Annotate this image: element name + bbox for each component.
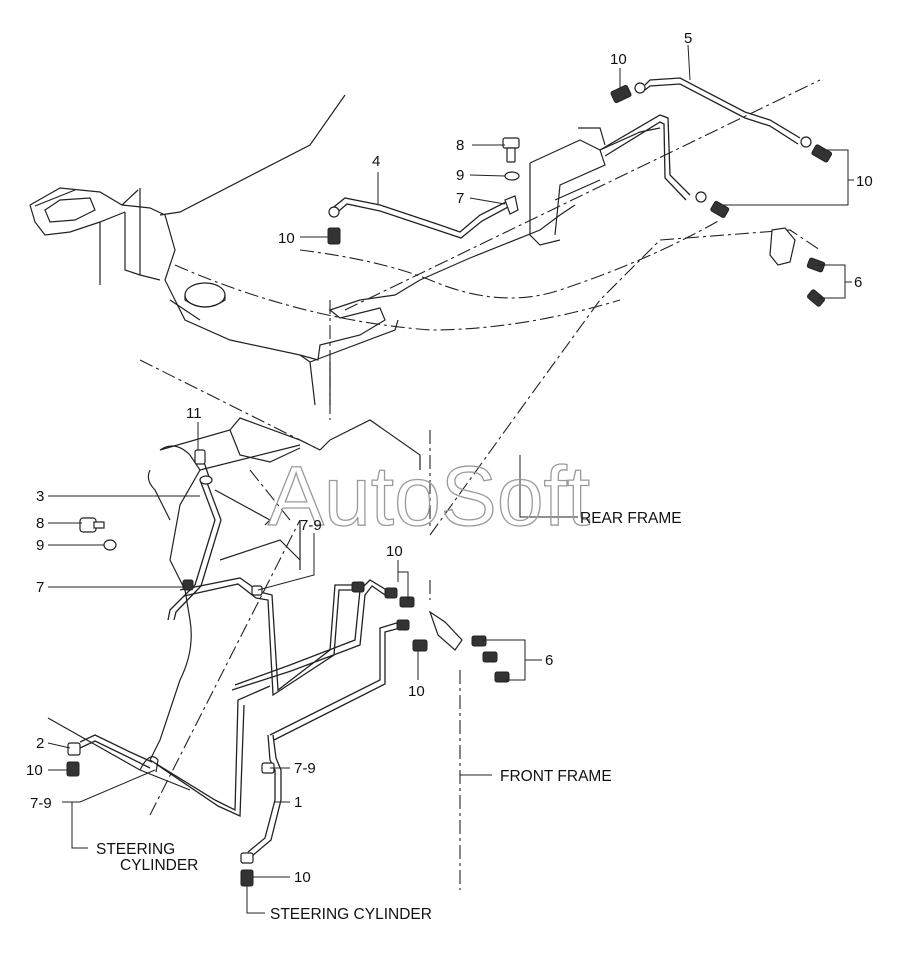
- callout-7-left: 7: [36, 579, 44, 596]
- callout-8-left: 8: [36, 515, 44, 532]
- leader-lines: [47, 44, 854, 914]
- callout-7-9-lower: 7-9: [294, 760, 316, 777]
- callout-10-center-bottom: 10: [408, 683, 425, 700]
- callout-7-9-upper: 7-9: [300, 517, 322, 534]
- callout-10-left: 10: [26, 762, 43, 779]
- fittings: [66, 82, 833, 887]
- fitting-10-center: [399, 596, 415, 608]
- clamp-7-top: [504, 195, 519, 215]
- fitting-10-top: [610, 84, 632, 104]
- callout-10-right: 10: [856, 173, 873, 190]
- block-6-right: [769, 227, 796, 266]
- bolt-8-top: [502, 137, 520, 149]
- callout-2: 2: [36, 735, 44, 752]
- fitting-10-right-b: [710, 200, 730, 218]
- fitting-10-left: [66, 761, 80, 777]
- callout-5: 5: [684, 30, 692, 47]
- steering-cylinder-bottom-label: STEERING CYLINDER: [270, 906, 432, 923]
- front-frame-outline: [47, 417, 421, 791]
- pipes-front: [79, 577, 401, 857]
- callout-7-9-left: 7-9: [30, 795, 52, 812]
- callout-11: 11: [186, 405, 202, 422]
- callout-10-top: 10: [610, 51, 627, 68]
- callout-7-top: 7: [456, 190, 464, 207]
- rear-frame-outline: [29, 94, 661, 406]
- callout-8-top: 8: [456, 137, 464, 154]
- callout-6-right: 6: [854, 274, 862, 291]
- component-labels: REAR FRAME FRONT FRAME STEERING CYLINDER…: [96, 510, 682, 923]
- pipe-5: [599, 77, 801, 201]
- fitting-2: [67, 742, 81, 756]
- callout-10-center-top: 10: [386, 543, 403, 560]
- steering-cylinder-left-label-line1: STEERING: [96, 841, 175, 858]
- callout-6-center: 6: [545, 652, 553, 669]
- callout-9-left: 9: [36, 537, 44, 554]
- callout-10-mid: 10: [278, 230, 295, 247]
- callout-numbers: 10 5 10 6 4 8 9 7 10 11 3 8 9 7 7-9 10 1…: [26, 30, 873, 886]
- fitting-10-right-a: [811, 144, 833, 163]
- watermark: AutoSoft: [268, 449, 590, 543]
- steering-cylinder-left-label-line2: CYLINDER: [120, 857, 198, 874]
- clamp-7-left: [182, 579, 194, 591]
- hidden-lines: [139, 79, 821, 890]
- fitting-11: [194, 449, 206, 465]
- block-6-center: [428, 610, 463, 651]
- pipe-4: [329, 197, 511, 239]
- callout-3: 3: [36, 488, 44, 505]
- fitting-10-bottom: [240, 869, 254, 887]
- clamp-7-9-upper: [251, 585, 263, 596]
- fitting-10-mid: [327, 227, 341, 245]
- rear-frame-label: REAR FRAME: [580, 510, 682, 527]
- callout-1: 1: [294, 794, 302, 811]
- front-frame-label: FRONT FRAME: [500, 768, 612, 785]
- fitting-10-center-bottom: [412, 639, 428, 652]
- washer-9-left: [103, 539, 117, 551]
- callout-10-bottom: 10: [294, 869, 311, 886]
- washer-9-top: [504, 171, 520, 181]
- callout-4: 4: [372, 153, 380, 170]
- callout-9-top: 9: [456, 167, 464, 184]
